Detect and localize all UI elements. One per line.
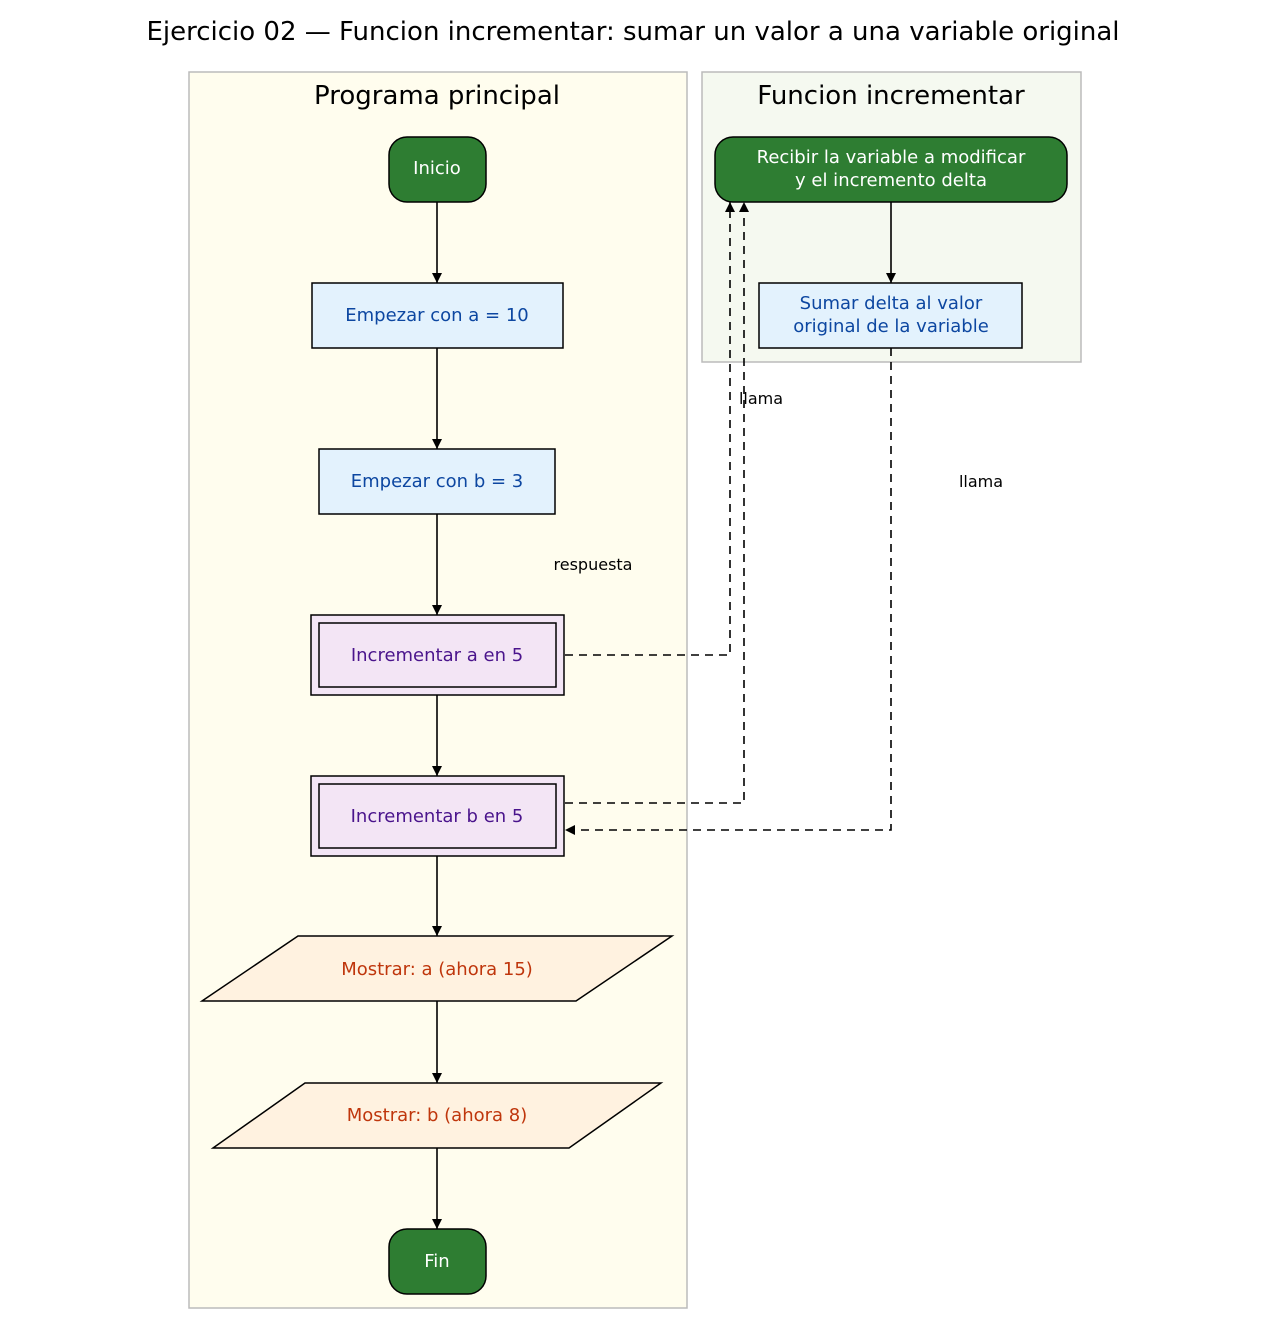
node-show-a-shape bbox=[199, 935, 675, 1002]
node-inicio-shape bbox=[388, 136, 487, 203]
edge-label-respuesta: respuesta bbox=[554, 555, 633, 574]
edge-label-llama-a: llama bbox=[739, 389, 783, 408]
node-fin-shape bbox=[388, 1228, 487, 1295]
node-sumar-label-line1: Sumar delta al valor bbox=[800, 293, 983, 314]
node-set-a-label: Empezar con a = 10 bbox=[345, 305, 529, 326]
node-recibir: Recibir la variable a modificar y el inc… bbox=[714, 136, 1068, 203]
edge-call-b-to-recibir bbox=[565, 202, 749, 804]
edge-call-a-to-recibir bbox=[565, 202, 735, 656]
node-call-a-label: Incrementar a en 5 bbox=[351, 645, 523, 666]
node-show-a: Mostrar: a (ahora 15) bbox=[199, 935, 675, 1002]
edge-sumar-to-call-b bbox=[565, 348, 892, 835]
node-call-b: Incrementar b en 5 bbox=[310, 775, 565, 857]
node-call-b-inner bbox=[318, 783, 557, 849]
node-call-b-label: Incrementar b en 5 bbox=[351, 806, 524, 827]
node-set-a: Empezar con a = 10 bbox=[311, 282, 564, 349]
node-inicio: Inicio bbox=[388, 136, 487, 203]
node-fin: Fin bbox=[388, 1228, 487, 1295]
diagram-title: Ejercicio 02 — Funcion incrementar: suma… bbox=[146, 17, 1119, 47]
edge-label-llama-b: llama bbox=[959, 472, 1003, 491]
node-recibir-label-line2: y el incremento delta bbox=[795, 170, 987, 191]
node-sumar-label-line2: original de la variable bbox=[793, 316, 989, 337]
node-show-b: Mostrar: b (ahora 8) bbox=[210, 1082, 664, 1149]
node-inicio-label: Inicio bbox=[413, 158, 461, 179]
node-call-a-inner bbox=[318, 622, 557, 688]
node-recibir-shape bbox=[714, 136, 1068, 203]
node-sumar: Sumar delta al valor original de la vari… bbox=[758, 282, 1023, 349]
node-call-a: Incrementar a en 5 bbox=[310, 614, 565, 696]
cluster-main-label: Programa principal bbox=[314, 81, 560, 111]
node-show-b-label: Mostrar: b (ahora 8) bbox=[347, 1105, 528, 1126]
cluster-func-label: Funcion incrementar bbox=[757, 81, 1025, 111]
node-set-b-label: Empezar con b = 3 bbox=[351, 471, 523, 492]
node-show-a-label: Mostrar: a (ahora 15) bbox=[341, 959, 533, 980]
node-set-a-shape bbox=[311, 282, 564, 349]
node-set-b-shape bbox=[318, 448, 556, 515]
node-set-b: Empezar con b = 3 bbox=[318, 448, 556, 515]
node-recibir-label-line1: Recibir la variable a modificar bbox=[757, 147, 1026, 168]
call-edges bbox=[565, 202, 892, 835]
node-show-b-shape bbox=[210, 1082, 664, 1149]
flow-edges bbox=[432, 202, 896, 1229]
node-fin-label: Fin bbox=[424, 1251, 449, 1272]
node-sumar-shape bbox=[758, 282, 1023, 349]
